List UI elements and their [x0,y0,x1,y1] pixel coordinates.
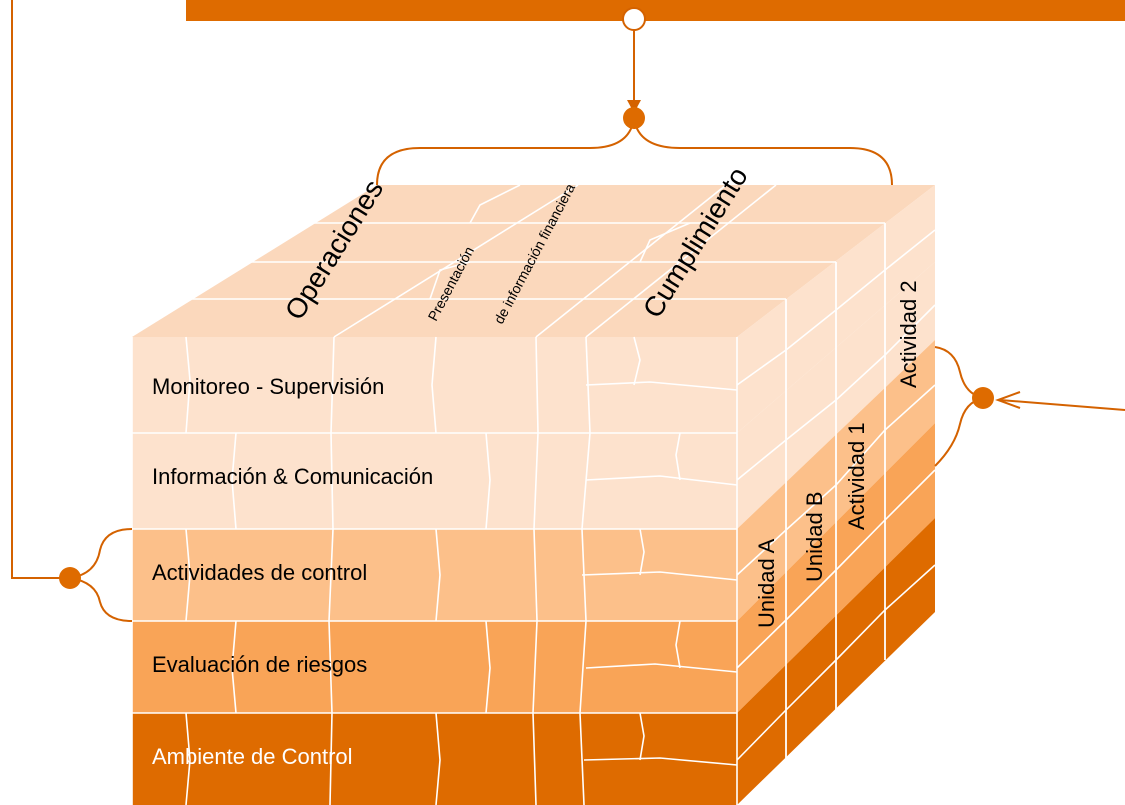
connector-dot-left [59,567,81,589]
top-banner-bar [186,0,1125,21]
unit-label-actividad-2: Actividad 2 [896,280,921,388]
component-label-informacion: Información & Comunicación [152,464,433,489]
unit-label-unidad-b: Unidad B [802,491,827,582]
arrow-left-icon [995,391,1021,409]
component-label-actividades: Actividades de control [152,560,367,585]
unit-label-unidad-a: Unidad A [754,538,779,628]
connector-dot-top [622,7,646,31]
component-label-evaluacion: Evaluación de riesgos [152,652,367,677]
right-connector [934,346,1125,467]
top-grid-lines [182,184,885,338]
right-face-column-dividers [785,223,886,758]
cube [131,184,936,805]
component-label-ambiente: Ambiente de Control [152,744,353,769]
unit-label-actividad-1: Actividad 1 [844,422,869,530]
front-grid-lines [131,336,738,805]
brace-right [934,346,984,467]
top-connector [376,7,893,186]
connector-dot-right [972,387,994,409]
left-connector [11,0,133,622]
front-level-actividades [132,529,737,621]
arrow-down-icon [627,100,641,113]
connector-dot-brace-top [623,107,645,129]
component-label-monitoreo: Monitoreo - Supervisión [152,374,384,399]
